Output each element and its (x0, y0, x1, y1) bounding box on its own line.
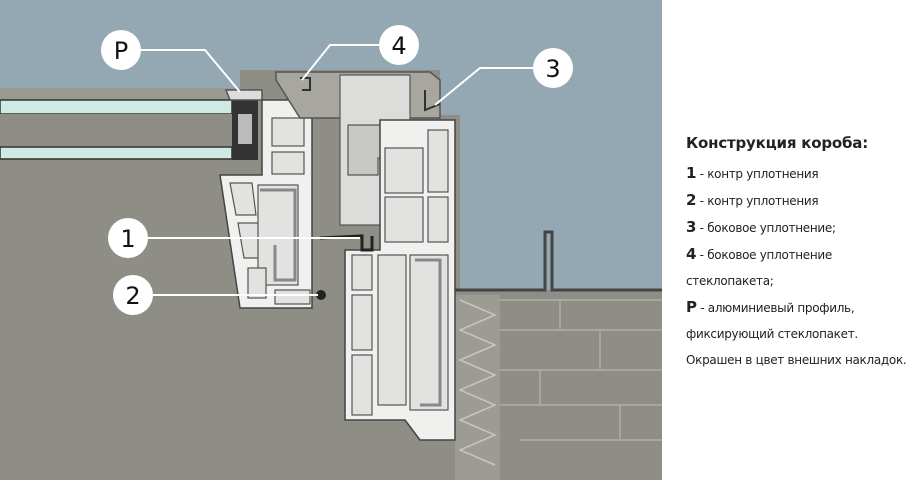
legend-item: Окрашен в цвет внешних накладок. (686, 347, 922, 373)
legend: Конструкция короба: 1 - контр уплотнения… (686, 134, 922, 373)
legend-text: фиксирующий стеклопакет. (686, 327, 858, 341)
callout-3-label: 3 (545, 55, 560, 83)
frame-chambers (351, 129, 449, 416)
callout-4-label: 4 (391, 32, 406, 60)
aluminum-profile-p (224, 89, 263, 101)
legend-item: 2 - контр уплотнения (686, 187, 922, 214)
legend-text: - алюминиевый профиль, (696, 301, 855, 315)
legend-text: - боковое уплотнение; (696, 221, 836, 235)
legend-text: - контр уплотнения (696, 167, 819, 181)
leader-lines (138, 44, 535, 296)
seal-3 (424, 90, 441, 112)
legend-key: 3 (686, 218, 697, 236)
callout-p: P (101, 30, 141, 70)
glass-pane-gap (0, 114, 232, 147)
glass-pane-top (0, 99, 233, 115)
window-frame-cross-section: P 4 3 1 2 (0, 0, 662, 480)
seal-1 (319, 234, 374, 252)
sash-chambers (229, 117, 311, 305)
legend-text: - боковое уплотнение (696, 248, 833, 262)
legend-key: 1 (686, 164, 697, 182)
callout-1: 1 (108, 218, 148, 258)
callout-2-label: 2 (125, 282, 140, 310)
legend-key: 2 (686, 191, 697, 209)
legend-item: 1 - контр уплотнения (686, 160, 922, 187)
legend-item: стеклопакета; (686, 268, 922, 294)
spacer-insert (238, 114, 252, 144)
callout-2: 2 (113, 275, 153, 315)
callout-p-label: P (114, 37, 128, 65)
legend-text: стеклопакета; (686, 274, 774, 288)
insulation-pattern (458, 299, 497, 466)
legend-item: фиксирующий стеклопакет. (686, 321, 922, 347)
legend-item: 4 - боковое уплотнение (686, 241, 922, 268)
legend-key: P (686, 298, 697, 316)
exterior-sky-area (0, 0, 662, 290)
glass-pane-bottom (0, 146, 233, 160)
sash-reinforcement (260, 188, 297, 282)
legend-text: Окрашен в цвет внешних накладок. (686, 353, 907, 367)
masonry-lines (460, 299, 662, 441)
seal-2 (316, 290, 326, 300)
exterior-cladding (455, 230, 662, 292)
callout-4: 4 (379, 25, 419, 65)
frame-reinforcement (415, 258, 442, 407)
legend-text: - контр уплотнения (696, 194, 819, 208)
legend-item: 3 - боковое уплотнение; (686, 214, 922, 241)
interior-wall-band (0, 88, 240, 100)
legend-item: P - алюминиевый профиль, (686, 294, 922, 321)
seal-4 (300, 77, 311, 91)
callout-3: 3 (533, 48, 573, 88)
legend-title: Конструкция короба: (686, 134, 869, 152)
legend-key: 4 (686, 245, 697, 263)
callout-1-label: 1 (120, 225, 135, 253)
